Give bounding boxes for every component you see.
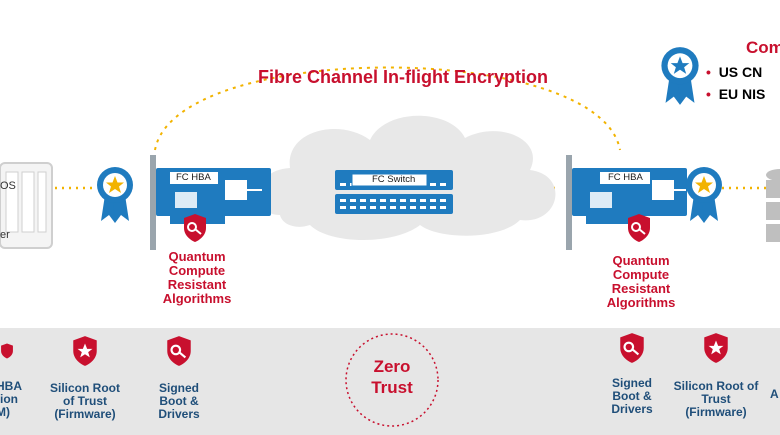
- shield-key-icon: [167, 336, 191, 366]
- band-item-hba-encryption: HBAtionM): [0, 379, 22, 419]
- left-hba-label: FC HBA: [176, 172, 211, 183]
- shield-key-icon: [620, 333, 644, 363]
- compliance-item: • EU NIS: [706, 86, 766, 102]
- band-item-cropped: A: [770, 387, 779, 401]
- compliance-item: • US CN: [706, 64, 763, 80]
- left-hba-card: [150, 155, 271, 250]
- fc-switch-label: FC Switch: [372, 174, 416, 185]
- left-host-server: [0, 162, 53, 249]
- zero-trust-circle: [345, 333, 439, 427]
- fc-switch-device: [335, 170, 453, 214]
- right-hba-label: FC HBA: [608, 172, 643, 183]
- shield-icon: [1, 343, 13, 359]
- shield-key-icon: [628, 214, 650, 242]
- award-ribbon-icon: [686, 167, 722, 223]
- compliance-award-icon: [661, 47, 699, 105]
- compliance-heading: Com: [746, 38, 780, 57]
- shield-key-icon: [184, 214, 206, 242]
- bottom-band: [0, 328, 780, 435]
- shield-star-icon: [704, 333, 728, 363]
- award-ribbon-icon: [97, 167, 133, 223]
- host-label: OS: [0, 180, 16, 192]
- right-hba-card: [566, 155, 687, 250]
- shield-star-icon: [73, 336, 97, 366]
- host-label: er: [0, 229, 10, 241]
- storage-array: [766, 169, 780, 242]
- diagram-title: Fibre Channel In-flight Encryption: [258, 67, 548, 87]
